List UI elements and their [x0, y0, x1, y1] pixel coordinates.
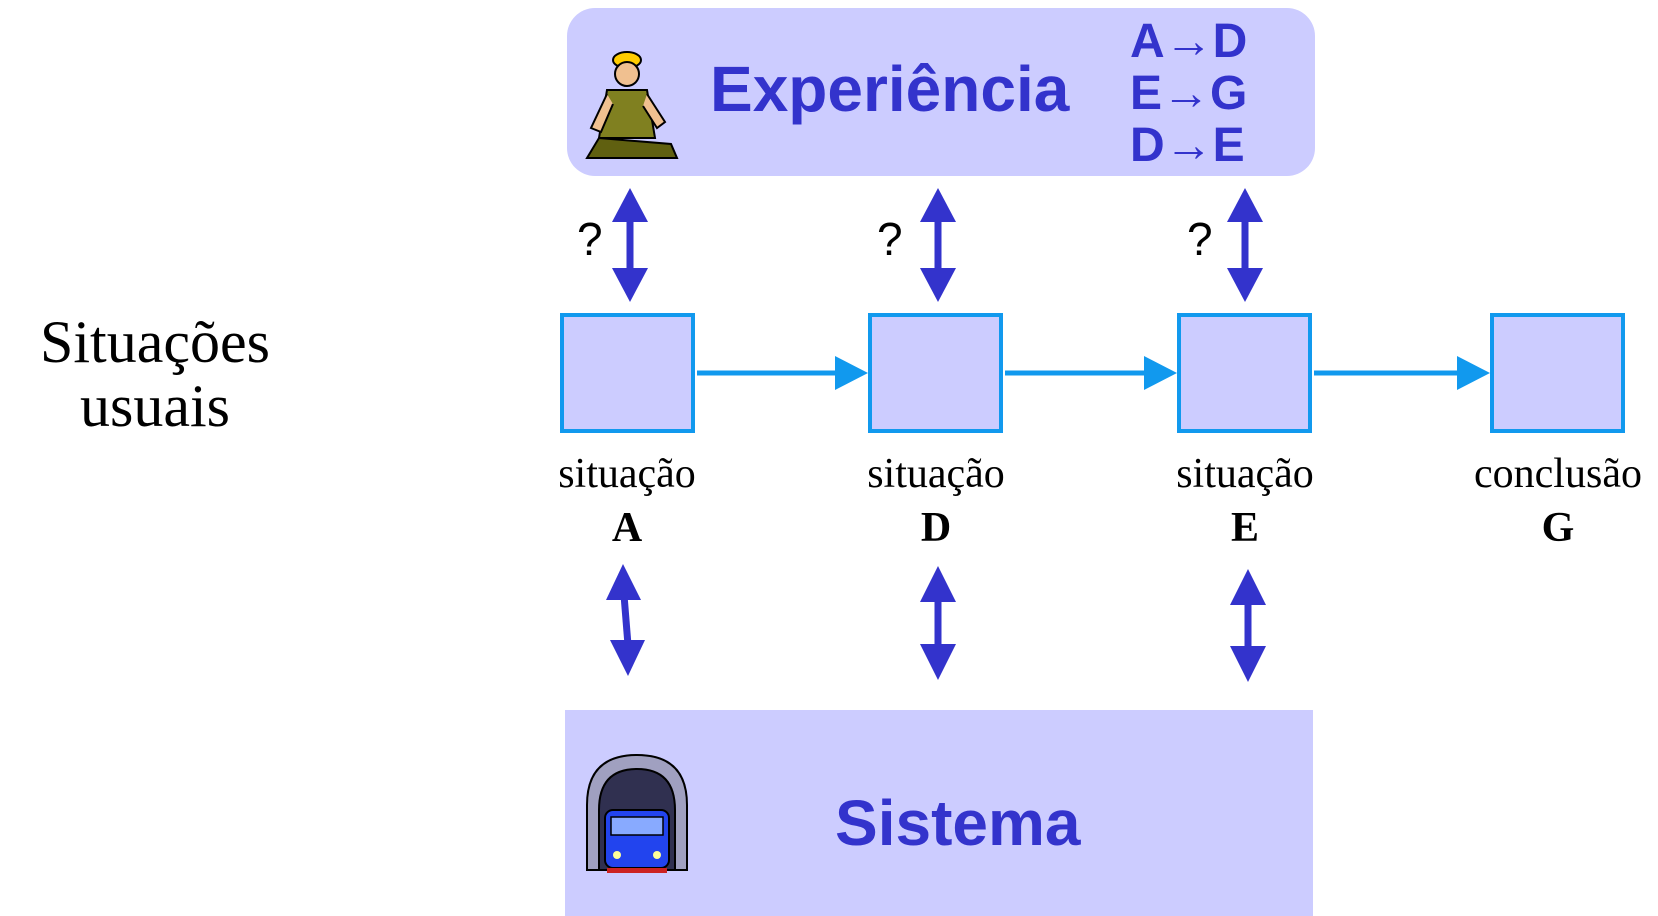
query-mark-e: ? — [1187, 213, 1213, 265]
query-arrow-a — [612, 188, 648, 302]
rule-3: D→E — [1130, 119, 1245, 172]
experience-box — [567, 8, 1315, 176]
node-d-letter: D — [920, 505, 952, 551]
rule-1: A→D — [1130, 15, 1248, 68]
node-g-word: conclusão — [1474, 451, 1642, 497]
flow-arrowhead-a-d — [835, 356, 868, 390]
rules-list: A→D E→G D→E — [1130, 16, 1247, 172]
node-g — [1490, 313, 1625, 433]
query-arrow-e — [1227, 188, 1263, 302]
flow-arrowhead-d-e — [1144, 356, 1177, 390]
system-arrow-d — [920, 566, 956, 680]
node-e — [1177, 313, 1312, 433]
system-box — [565, 710, 1313, 916]
flow-arrowhead-e-g — [1457, 356, 1490, 390]
rule-2: E→G — [1130, 67, 1248, 120]
node-d-word: situação — [867, 451, 1005, 497]
node-d — [868, 313, 1003, 433]
node-e-letter: E — [1230, 505, 1259, 551]
node-a-word: situação — [558, 451, 696, 497]
experience-title: Experiência — [710, 53, 1070, 125]
query-arrow-d — [920, 188, 956, 302]
node-g-letter: G — [1541, 505, 1575, 551]
side-label-line-1: Situações — [40, 309, 270, 375]
node-a-letter: A — [611, 505, 643, 551]
query-mark-d: ? — [877, 213, 903, 265]
node-e-word: situação — [1176, 451, 1314, 497]
side-label-line-2: usuais — [80, 373, 230, 439]
system-arrow-e — [1230, 569, 1266, 682]
query-mark-a: ? — [577, 213, 603, 265]
system-arrow-a — [606, 564, 645, 676]
system-title: Sistema — [835, 787, 1081, 859]
side-label: Situações usuais — [0, 310, 310, 438]
node-a — [560, 313, 695, 433]
